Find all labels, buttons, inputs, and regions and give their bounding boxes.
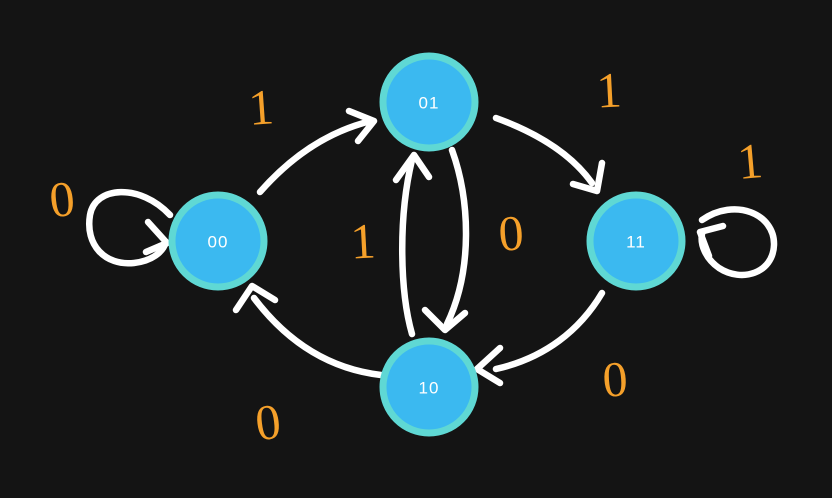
edge-11-to-10-path [492,289,606,373]
edge-label-01-to-11: 1 [595,61,623,118]
node-00[interactable]: 00 [168,191,268,291]
edge-11-to-11[interactable] [696,206,778,279]
node-01-circle [379,52,479,152]
edge-00-to-00[interactable] [85,188,174,267]
edge-01-to-11-arrowhead [569,159,606,195]
edge-01-to-10[interactable] [421,146,470,334]
node-10-circle [379,337,479,437]
edge-01-to-10-arrowhead [421,306,469,334]
edge-01-to-11-path [492,114,596,187]
edge-11-to-10-arrowhead [473,344,504,387]
edge-label-11-to-11: 1 [735,132,765,190]
node-11[interactable]: 11 [586,191,686,291]
edge-10-to-00-arrowhead [232,282,279,314]
node-01[interactable]: 01 [379,52,479,152]
edge-00-to-01-path [256,117,375,196]
edge-01-to-10-path [443,146,470,328]
node-10-label: 10 [419,379,440,398]
edge-label-10-to-00: 0 [252,393,284,452]
edge-10-to-01-path [399,156,416,338]
edge-11-to-11-path [698,206,778,279]
edge-01-to-11[interactable] [492,114,606,195]
node-11-circle [586,191,686,291]
edge-11-to-11-arrowhead [696,222,727,260]
edge-10-to-01[interactable] [392,151,433,338]
node-00-label: 00 [208,233,229,252]
node-01-label: 01 [419,94,440,113]
edge-00-to-01[interactable] [256,107,378,196]
edge-label-01-to-10: 0 [497,204,526,262]
edge-label-00-to-01: 1 [247,78,276,136]
edge-10-to-01-arrowhead [392,151,433,184]
node-11-label: 11 [626,233,646,252]
node-00-circle [168,191,268,291]
edge-11-to-10[interactable] [473,289,606,387]
edge-label-00-to-00: 0 [47,170,78,228]
edge-label-11-to-10: 0 [601,350,630,408]
edge-10-to-00-path [250,294,385,379]
node-10[interactable]: 10 [379,337,479,437]
edge-00-to-00-arrowhead [142,218,171,256]
edge-10-to-00[interactable] [232,282,385,379]
edge-label-10-to-01: 1 [349,212,377,269]
edge-00-to-01-arrowhead [345,107,378,145]
edge-00-to-00-path [85,188,174,267]
